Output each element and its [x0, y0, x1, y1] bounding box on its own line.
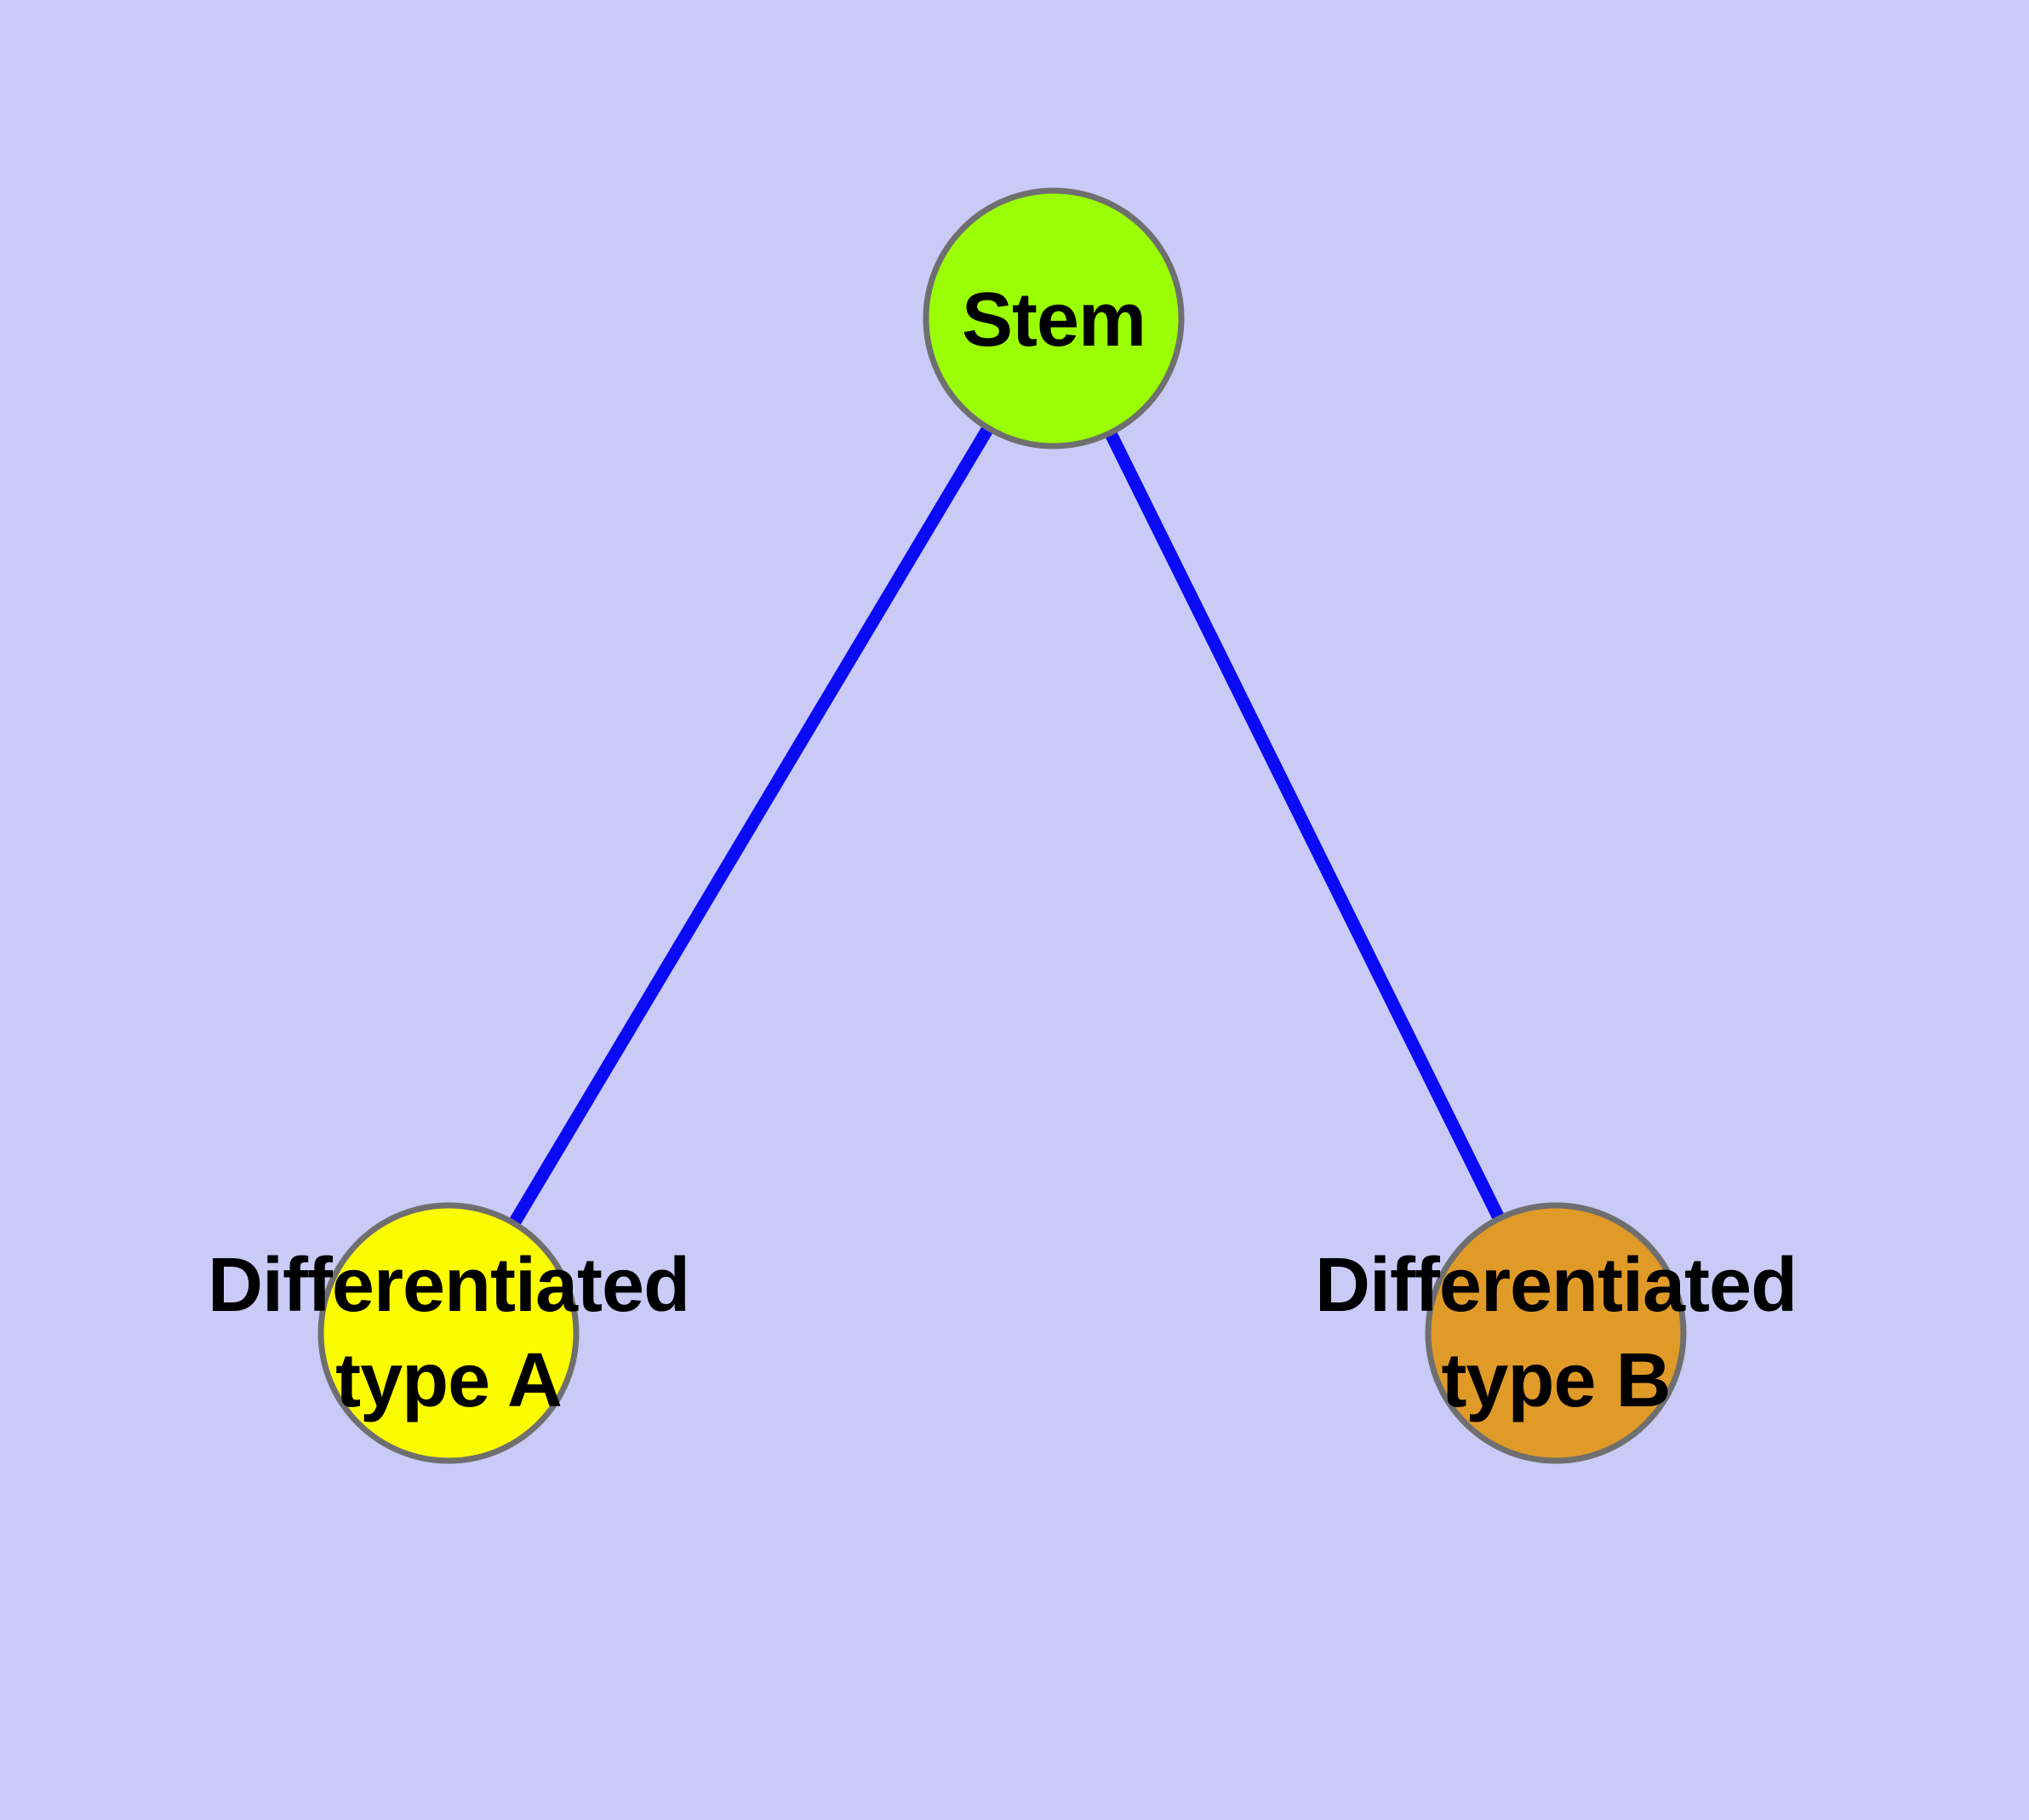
node-type-a-label-line2: type A — [335, 1338, 563, 1423]
node-type-a-label: Differentiated type A — [207, 1238, 690, 1428]
edge-stem-to-type-a — [443, 315, 1060, 1336]
node-type-b-label-line2: type B — [1441, 1338, 1671, 1423]
node-type-a-label-line1: Differentiated — [207, 1243, 690, 1328]
node-type-a-circle — [317, 1202, 580, 1464]
edge-stem-to-type-b — [1048, 315, 1562, 1336]
node-type-b-circle — [1425, 1202, 1687, 1464]
node-type-b-label-line1: Differentiated — [1314, 1243, 1798, 1328]
node-stem-label: Stem — [961, 278, 1146, 363]
node-type-b-label: Differentiated type B — [1314, 1238, 1798, 1428]
node-stem-circle — [923, 187, 1185, 449]
